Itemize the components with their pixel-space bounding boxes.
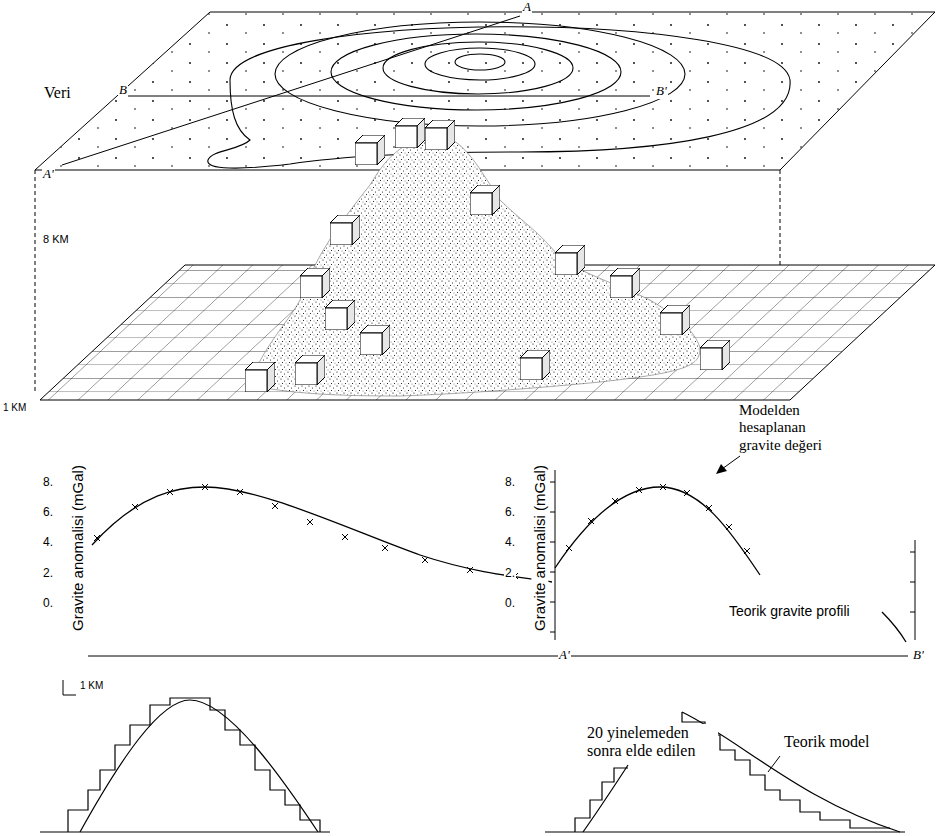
axis-tick: 2. bbox=[42, 567, 54, 581]
curve-annotation: Modelden hesaplanan gravite değeri bbox=[738, 402, 852, 454]
axis-tick: 0. bbox=[42, 597, 54, 611]
axis-tick: 0. bbox=[504, 597, 516, 611]
profile-end-letter: B' bbox=[912, 648, 925, 663]
axis-tick: 6. bbox=[504, 506, 516, 520]
profile-end-letter: B bbox=[118, 83, 128, 98]
axis-tick: 4. bbox=[42, 536, 54, 550]
depth-dimension: 8 KM bbox=[42, 233, 70, 246]
scale-label: 1 KM bbox=[79, 680, 104, 692]
axis-title: Gravite anomalisi (mGal) bbox=[69, 464, 86, 632]
grid-dimension: 1 KM bbox=[2, 402, 27, 414]
profile-end-letter: A bbox=[522, 0, 532, 15]
profile-end-letter: B' bbox=[655, 84, 668, 99]
model-annotation: 20 yinelemeden sonra elde edilen bbox=[586, 724, 718, 761]
axis-tick: 4. bbox=[504, 536, 516, 550]
axis-tick: 2. bbox=[504, 567, 516, 581]
model-annotation: Teorik model bbox=[783, 733, 871, 751]
axis-tick: 8. bbox=[42, 476, 54, 490]
profile-end-letter: A' bbox=[558, 648, 571, 663]
axis-tick: 6. bbox=[42, 506, 54, 520]
axis-title: Gravite anomalisi (mGal) bbox=[531, 464, 548, 632]
axis-tick: 8. bbox=[504, 476, 516, 490]
profile-end-letter: A' bbox=[42, 167, 55, 182]
curve-annotation: Teorik gravite profili bbox=[728, 603, 851, 619]
plane-title: Veri bbox=[43, 84, 72, 102]
